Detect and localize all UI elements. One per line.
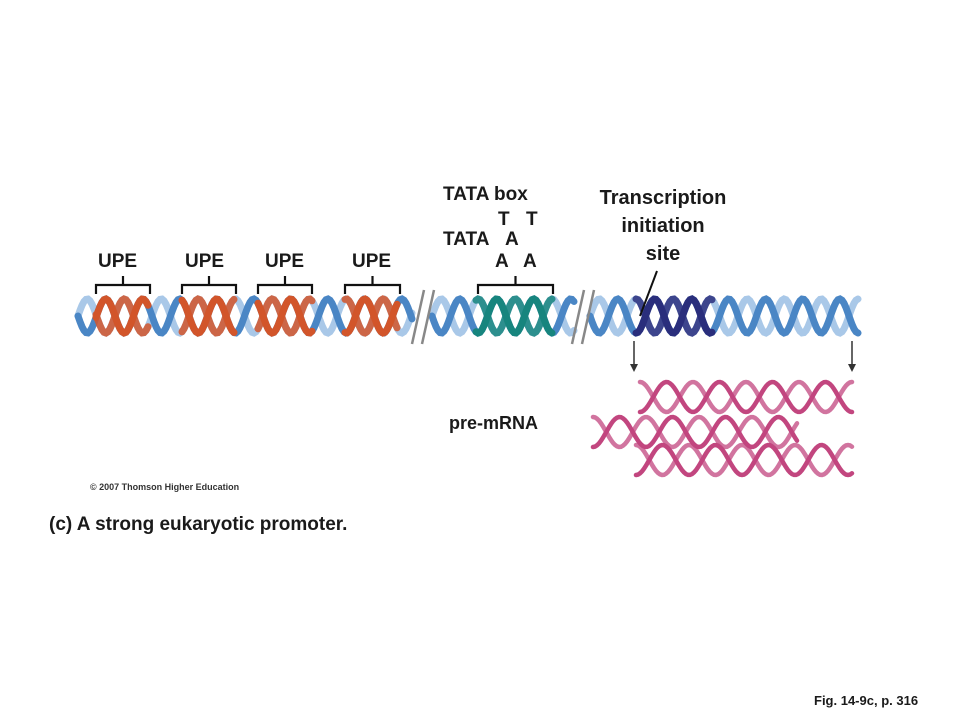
break-mark-1 (410, 289, 426, 345)
mrna-strand-1-a (637, 379, 855, 415)
mrna-strand-3-a (633, 442, 855, 478)
bracket-2 (180, 276, 238, 294)
dna-double-helix (74, 295, 862, 337)
dna-break-marks (410, 289, 596, 345)
dna-element-front-1-2 (178, 295, 238, 337)
pre-mrna-label: pre-mRNA (449, 413, 539, 433)
tata-seq-main: TATA (443, 229, 490, 250)
dna-element-front-2-1 (472, 295, 556, 337)
figure-caption: (c) A strong eukaryotic promoter. (49, 514, 348, 535)
dna-element-back-1-3 (254, 295, 316, 337)
pre-mrna-strands (590, 379, 855, 478)
mrna-strand-2-a (590, 414, 800, 450)
tata-seq-top-t1: T (498, 209, 510, 230)
bracket-1 (94, 276, 152, 294)
break-mark-4 (580, 289, 596, 345)
dna-element-front-1-1 (92, 295, 152, 337)
arrow-head-1 (630, 364, 638, 372)
copyright-notice: © 2007 Thomson Higher Education (90, 482, 240, 492)
bracket-4 (343, 276, 402, 294)
transcription-arrows (630, 270, 856, 372)
tata-seq-bottom-a1: A (495, 251, 509, 272)
initiation-site-pointer (639, 270, 658, 317)
upe-label-4: UPE (352, 251, 392, 272)
figure-reference: Fig. 14-9c, p. 316 (814, 693, 919, 708)
arrow-head-2 (848, 364, 856, 372)
upe-label-1: UPE (98, 251, 138, 272)
break-mark-3 (570, 289, 586, 345)
dna-element-front-1-3 (254, 295, 316, 337)
mrna-strand-3-b (633, 442, 855, 478)
region-brackets (94, 276, 555, 294)
upe-label-2: UPE (185, 251, 225, 272)
dna-element-front-1-4 (341, 295, 401, 337)
dna-element-front-3-1 (632, 295, 716, 337)
bracket-3 (256, 276, 314, 294)
transcription-initiation-site-label: Transcription initiation site (578, 184, 748, 268)
tata-seq-top-t2: T (526, 209, 538, 230)
tata-seq-main-a: A (505, 229, 519, 250)
tis-line-2: initiation (621, 215, 705, 237)
mrna-strand-2-b (590, 414, 800, 450)
tis-line-3: site (645, 243, 681, 265)
dna-element-back-1-1 (92, 295, 152, 337)
mrna-strand-1-b (637, 379, 855, 415)
tata-seq-bottom-a2: A (523, 251, 537, 272)
tis-line-1: Transcription (599, 187, 727, 209)
tata-box-label: TATA box (443, 184, 528, 205)
break-mark-2 (420, 289, 436, 345)
upe-label-3: UPE (265, 251, 305, 272)
bracket-5 (476, 276, 555, 294)
